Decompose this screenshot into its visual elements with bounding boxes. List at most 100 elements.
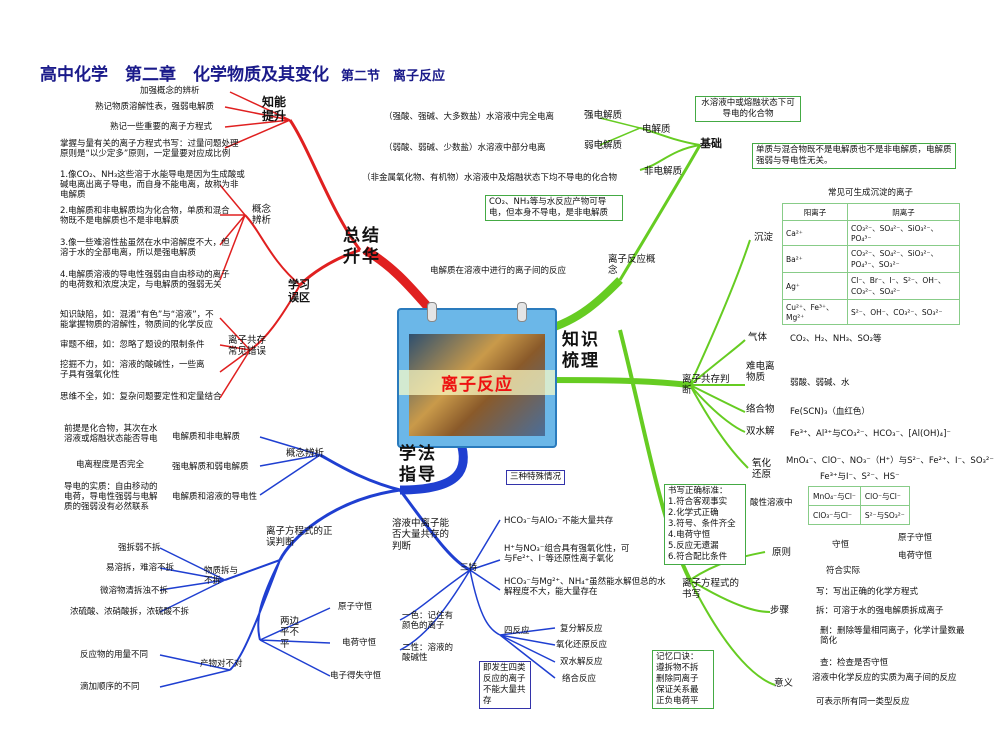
complex-items: Fe(SCN)₃（血红色） [790,407,870,417]
atom-conserve: 原子守恒 [898,533,933,543]
node-ability: 知能提升 [262,95,287,124]
two-sides-item: 电子得失守恒 [330,671,382,681]
page-title: 高中化学 第二章 化学物质及其变化第二节 离子反应 [40,65,446,85]
table-header: 阳离子 [782,203,848,221]
memory-rhyme: 记忆口诀： 遵拆物不拆 删除同离子 保证关系最 正负电荷平 [652,650,714,710]
gas-items: CO₂、H₂、NH₃、SO₂等 [790,334,882,344]
node-steps: 步骤 [770,605,790,616]
concept-item: 2.电解质和非电解质均为化合物，单质和混合物既不是电解质也不是非电解质 [60,206,230,227]
node-concept-diff: 概念辨析 [252,204,272,227]
weak-electrolyte-desc: （弱酸、弱碱、少数盐）水溶液中部分电离 [384,143,546,153]
one-color-note: 一色：记住有颜色的离子 [402,611,454,632]
node-weak-electrolyte: 弱电解质 [584,140,623,151]
table-cell: CO₃²⁻、SO₄²⁻、SiO₃²⁻、PO₄³⁻ [847,220,960,246]
non-electrolyte-note: CO₂、NH₃等与水反应产物可导电，但本身不导电，是非电解质 [485,195,623,222]
node-mistakes: 学习误区 [288,278,310,305]
two-prop-note: 二性：溶液的酸碱性 [402,643,454,664]
writing-standards: 书写正确标准： 1.符合客观事实 2.化学式正确 3.符号、条件齐全 4.电荷守… [664,484,746,566]
meaning-item: 可表示所有同一类型反应 [816,697,910,707]
hub-method: 学法指导 [399,444,437,486]
node-two-sides: 两边平不平 [280,616,300,650]
concept-note: 前提是化合物，其次在水溶液或熔融状态能否导电 [64,424,158,445]
split-item: 易溶拆，难溶不拆 [106,563,175,573]
node-split: 物质拆与不拆 [204,566,239,587]
node-conserve: 守恒 [832,540,850,550]
memo-line: 保证关系最 [656,685,699,696]
split-item: 浓硫酸、浓硝酸拆，浓硫酸不拆 [70,607,190,617]
two-sides-item: 电荷守恒 [342,638,377,648]
electrolyte-definition: 水溶液中或熔融状态下可导电的化合物 [695,96,801,123]
memo-line: 正负电荷平 [656,696,699,707]
table-header: 阴离子 [847,203,960,221]
node-reaction-concept: 离子反应概念 [608,254,656,277]
node-principle: 原则 [772,547,792,558]
node-coexist-judge: 溶液中离子能否大量共存的判断 [392,518,450,552]
special-item: H⁺与NO₃⁻组合具有强氧化性，可与Fe²⁺、I⁻等还原性离子氧化 [504,544,630,565]
meaning-item: 溶液中化学反应的实质为离子间的反应 [812,673,957,683]
charge-conserve: 电荷守恒 [898,551,933,561]
table-cell: MnO₄⁻与Cl⁻ [808,486,861,506]
table-cell: Ag⁺ [782,272,848,300]
concept-strong-weak: 强电解质和弱电解质 [172,462,249,472]
special-item: HCO₃⁻与Mg²⁺、NH₄⁺虽然能水解但总的水解程度不大，能大量存在 [504,577,666,598]
standard-item: 3.符号、条件齐全 [668,519,736,530]
electrolyte-note: 单质与混合物既不是电解质也不是非电解质，电解质强弱与导电性无关。 [752,143,956,170]
hub-summary: 总结升华 [343,226,381,268]
two-sides-item: 原子守恒 [338,602,373,612]
step-item: 拆：可溶于水的强电解质拆成离子 [816,606,944,616]
memo-line: 遵拆物不拆 [656,663,699,674]
strong-electrolyte-desc: （强酸、强碱、大多数盐）水溶液中完全电离 [384,112,555,122]
ability-item: 熟记一些重要的离子方程式 [110,122,213,132]
standard-item: 6.符合配比条件 [668,552,728,563]
double-hydrolysis-items: Fe³⁺、Al³⁺与CO₃²⁻、HCO₃⁻、[Al(OH)₄]⁻ [790,429,951,439]
step-item: 删：删除等量相同离子，化学计量数最简化 [820,626,965,647]
center-topic-label: 离子反应 [399,370,555,395]
binder-ring [427,302,437,322]
coexist-mistake-item: 挖掘不力，如：溶液的酸碱性，一些离子具有强氧化性 [60,360,205,381]
table-cell: S²⁻与SO₃²⁻ [859,505,910,525]
node-basics: 基础 [700,137,722,150]
node-meaning: 意义 [774,678,794,689]
coexist-mistake-item: 思维不全，如：复杂问题要定性和定量结合 [60,392,222,402]
non-electrolyte-desc: （非金属氧化物、有机物）水溶液中及熔融状态下均不导电的化合物 [362,173,618,183]
table-cell: Ba²⁺ [782,245,848,273]
reaction-item: 络合反应 [562,674,597,684]
node-hard-ionize: 难电离物质 [746,361,775,384]
node-three-special: 三特 [460,563,478,573]
node-four-reactions: 四反应 [504,626,530,636]
reaction-concept-desc: 电解质在溶液中进行的离子间的反应 [430,266,567,276]
redox-acid-label: 酸性溶液中 [750,498,793,508]
node-equation-writing: 离子方程式的书写 [682,578,740,601]
ability-item: 熟记物质溶解性表，强弱电解质 [95,102,215,112]
node-equation-judge: 离子方程式的正误判断 [266,526,333,549]
table-cell: ClO₃⁻与Cl⁻ [808,505,861,525]
three-special-label: 三种特殊情况 [506,470,566,486]
standard-item: 书写正确标准： [668,486,728,496]
table-cell: Cu²⁺、Fe³⁺、Mg²⁺ [782,299,848,325]
coexist-mistake-item: 知识缺陷，如：混淆“有色”与“溶液”，不能掌握物质的溶解性，物质间的化学反应 [60,310,214,331]
reaction-item: 氧化还原反应 [556,640,608,650]
memo-line: 记忆口诀： [656,652,699,662]
node-double-hydrolysis: 双水解 [746,426,775,437]
reaction-item: 复分解反应 [560,624,603,634]
standard-item: 4.电荷守恒 [668,530,711,541]
concept-conductivity: 电解质和溶液的导电性 [172,492,258,502]
binder-ring [517,302,527,322]
standard-item: 5.反应无遗漏 [668,541,719,552]
node-coexist-mistakes: 离子共存常见错误 [228,335,267,358]
concept-note: 电离程度是否完全 [76,460,145,470]
reaction-item: 双水解反应 [560,657,603,667]
memo-line: 删除同离子 [656,674,699,685]
split-item: 强拆弱不拆 [118,543,161,553]
redox-line: MnO₄⁻、ClO⁻、NO₃⁻（H⁺）与S²⁻、Fe²⁺、I⁻、SO₃²⁻ [786,456,994,466]
table-cell: Cl⁻、Br⁻、I⁻、S²⁻、OH⁻、CO₃²⁻、SO₄²⁻ [847,272,960,300]
step-item: 写：写出正确的化学方程式 [816,587,919,597]
four-reactions-note: 即发生四类反应的离子不能大量共存 [479,661,531,710]
standard-item: 2.化学式正确 [668,508,719,519]
page-subtitle: 第二节 离子反应 [341,69,446,84]
precip-table-title: 常见可生成沉淀的离子 [828,188,914,198]
node-strong-electrolyte: 强电解质 [584,110,623,121]
step-item: 查：检查是否守恒 [820,658,889,668]
standard-item: 1.符合客观事实 [668,497,728,508]
